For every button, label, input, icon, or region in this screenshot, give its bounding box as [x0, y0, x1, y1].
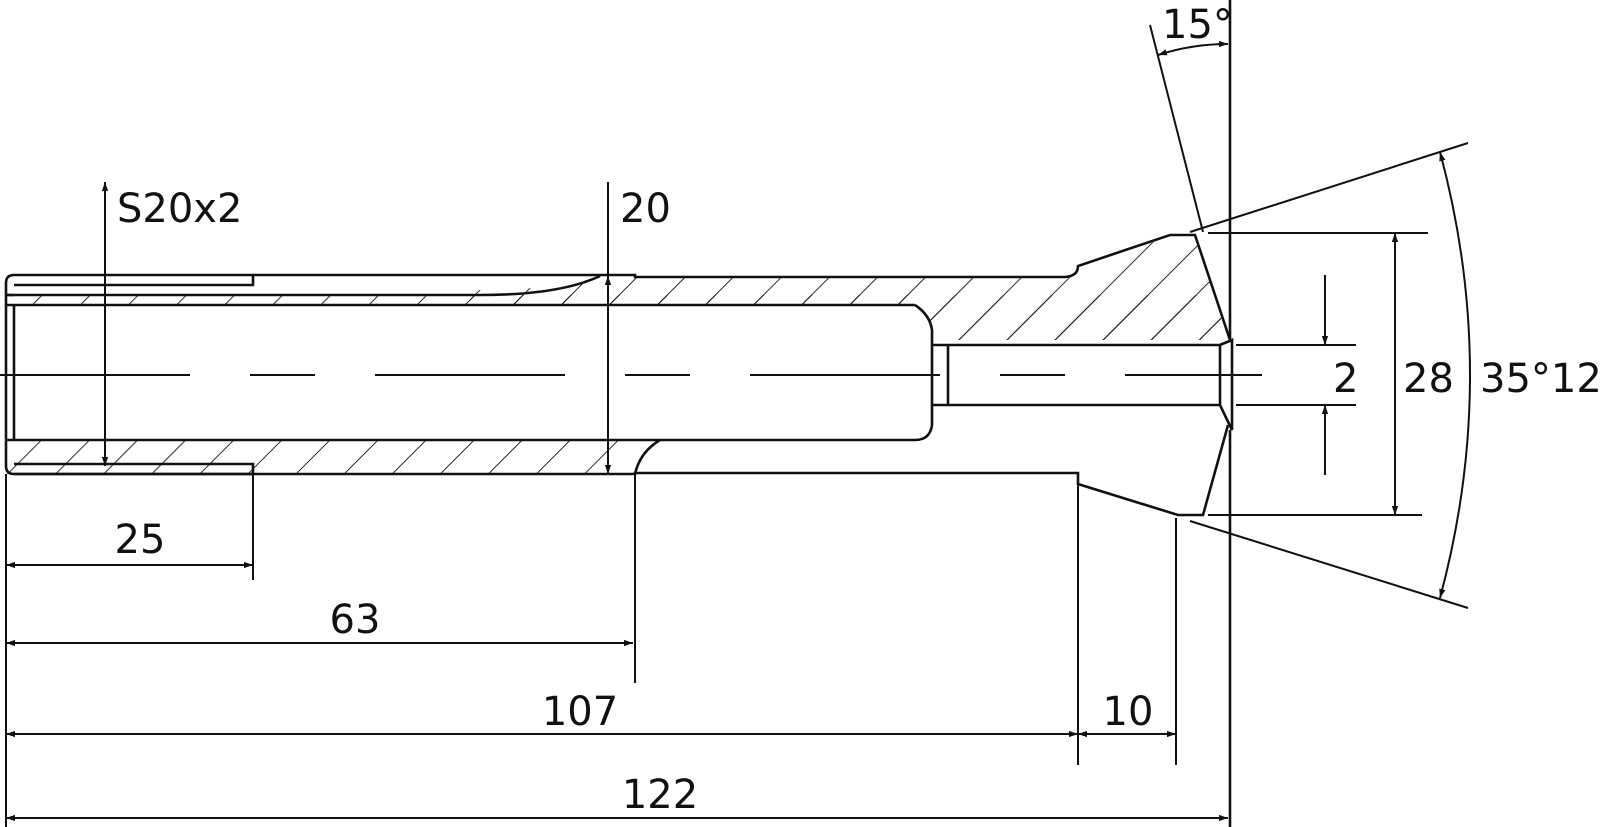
thread-length-label: 25	[115, 517, 166, 563]
tip-diameter-label: 28	[1403, 356, 1454, 402]
cone-angle-label: 35°12’	[1480, 356, 1600, 402]
cone-length-label: 10	[1103, 689, 1154, 735]
overall-length-label: 122	[622, 772, 698, 818]
step-length-label: 63	[330, 597, 381, 643]
face-angle-label: 15°	[1162, 2, 1233, 48]
dimension-lines	[5, 24, 1471, 827]
hatched-section-bottom	[6, 440, 660, 474]
body-length-label: 107	[542, 689, 618, 735]
thread-label: S20x2	[117, 186, 242, 232]
part-outline	[4, 0, 1234, 827]
dimension-labels: S20x2 20 25 63 107 10 122 2 28 35°12’ 15…	[115, 2, 1600, 818]
hatched-section-top	[6, 235, 1230, 340]
bore-dim-label: 20	[620, 186, 671, 232]
tip-bore-label: 2	[1333, 356, 1358, 402]
